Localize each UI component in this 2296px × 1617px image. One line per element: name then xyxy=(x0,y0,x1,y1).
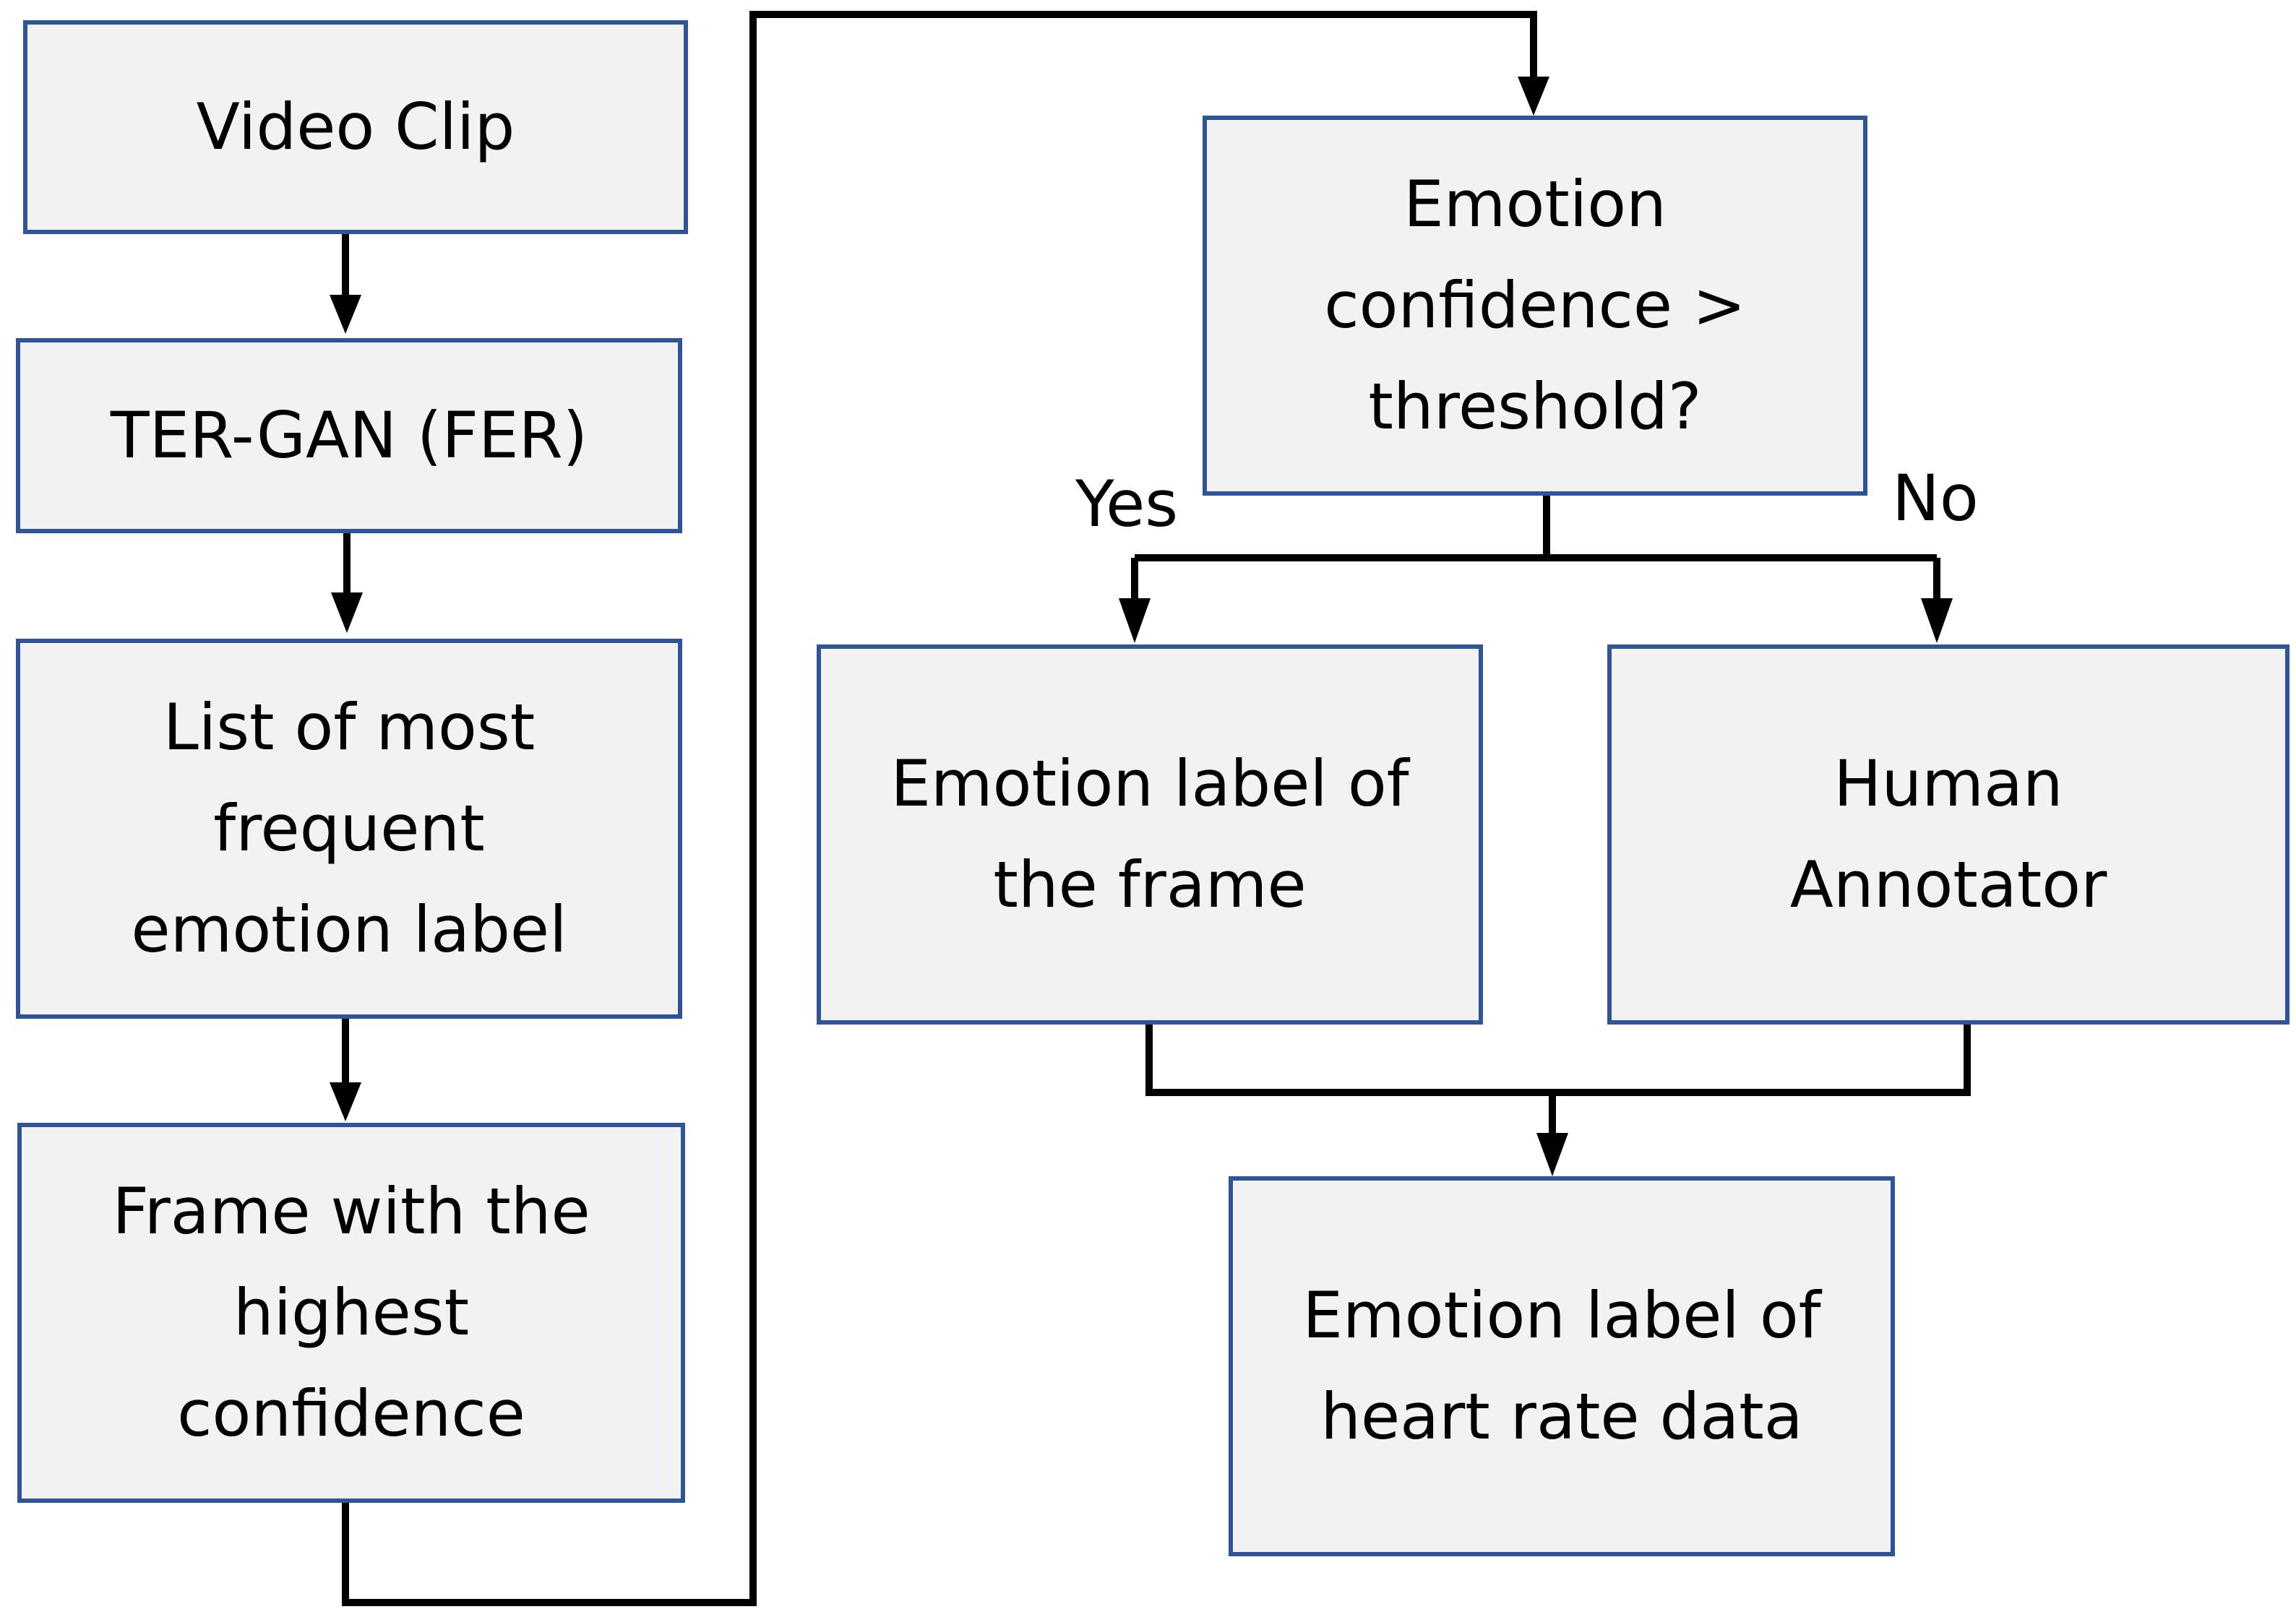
video-clip-text: Video Clip xyxy=(196,90,515,164)
no-label: No xyxy=(1892,461,1979,535)
human-annotator-box: Human Annotator xyxy=(1607,644,2289,1025)
list-labels-line-1: List of most xyxy=(163,690,536,764)
human-annotator-line-2: Annotator xyxy=(1789,848,2107,922)
confidence-check-box: Emotion confidence > threshold? xyxy=(1203,116,1867,496)
frame-highest-box: Frame with the highest confidence xyxy=(17,1123,685,1503)
video-clip-box: Video Clip xyxy=(23,20,688,234)
arrowhead-tergan xyxy=(330,295,361,334)
arrowhead-frame xyxy=(330,1082,361,1121)
label-heart-rate-box: Emotion label of heart rate data xyxy=(1229,1176,1895,1556)
list-labels-line-3: emotion label xyxy=(131,892,567,967)
human-annotator-line-1: Human xyxy=(1833,746,2063,821)
frame-highest-line-3: confidence xyxy=(177,1376,525,1451)
arrowhead-confidence xyxy=(1518,77,1549,116)
label-heart-rate-line-2: heart rate data xyxy=(1320,1379,1803,1454)
connector-merge xyxy=(1145,1025,1971,1142)
confidence-check-line-1: Emotion xyxy=(1403,167,1667,241)
ter-gan-box: TER-GAN (FER) xyxy=(16,338,682,533)
confidence-check-line-3: threshold? xyxy=(1368,369,1702,444)
arrowhead-heart-rate xyxy=(1536,1133,1568,1176)
connector-frame-to-confidence xyxy=(342,11,1537,1606)
list-labels-box: List of most frequent emotion label xyxy=(16,639,682,1019)
arrowhead-list xyxy=(331,592,363,633)
label-heart-rate-line-1: Emotion label of xyxy=(1302,1278,1821,1353)
frame-highest-line-1: Frame with the xyxy=(112,1174,590,1249)
connector-confidence-split xyxy=(1135,496,1937,561)
arrowhead-label-frame xyxy=(1119,598,1151,643)
label-frame-line-1: Emotion label of xyxy=(890,746,1409,821)
label-frame-line-2: the frame xyxy=(993,848,1307,922)
label-frame-box: Emotion label of the frame xyxy=(817,644,1483,1025)
frame-highest-line-2: highest xyxy=(233,1275,470,1350)
ter-gan-text: TER-GAN (FER) xyxy=(110,398,588,473)
arrowhead-human-annotator xyxy=(1921,598,1953,643)
yes-label: Yes xyxy=(1075,467,1179,541)
list-labels-line-2: frequent xyxy=(213,791,485,866)
confidence-check-line-2: confidence > xyxy=(1324,268,1746,342)
